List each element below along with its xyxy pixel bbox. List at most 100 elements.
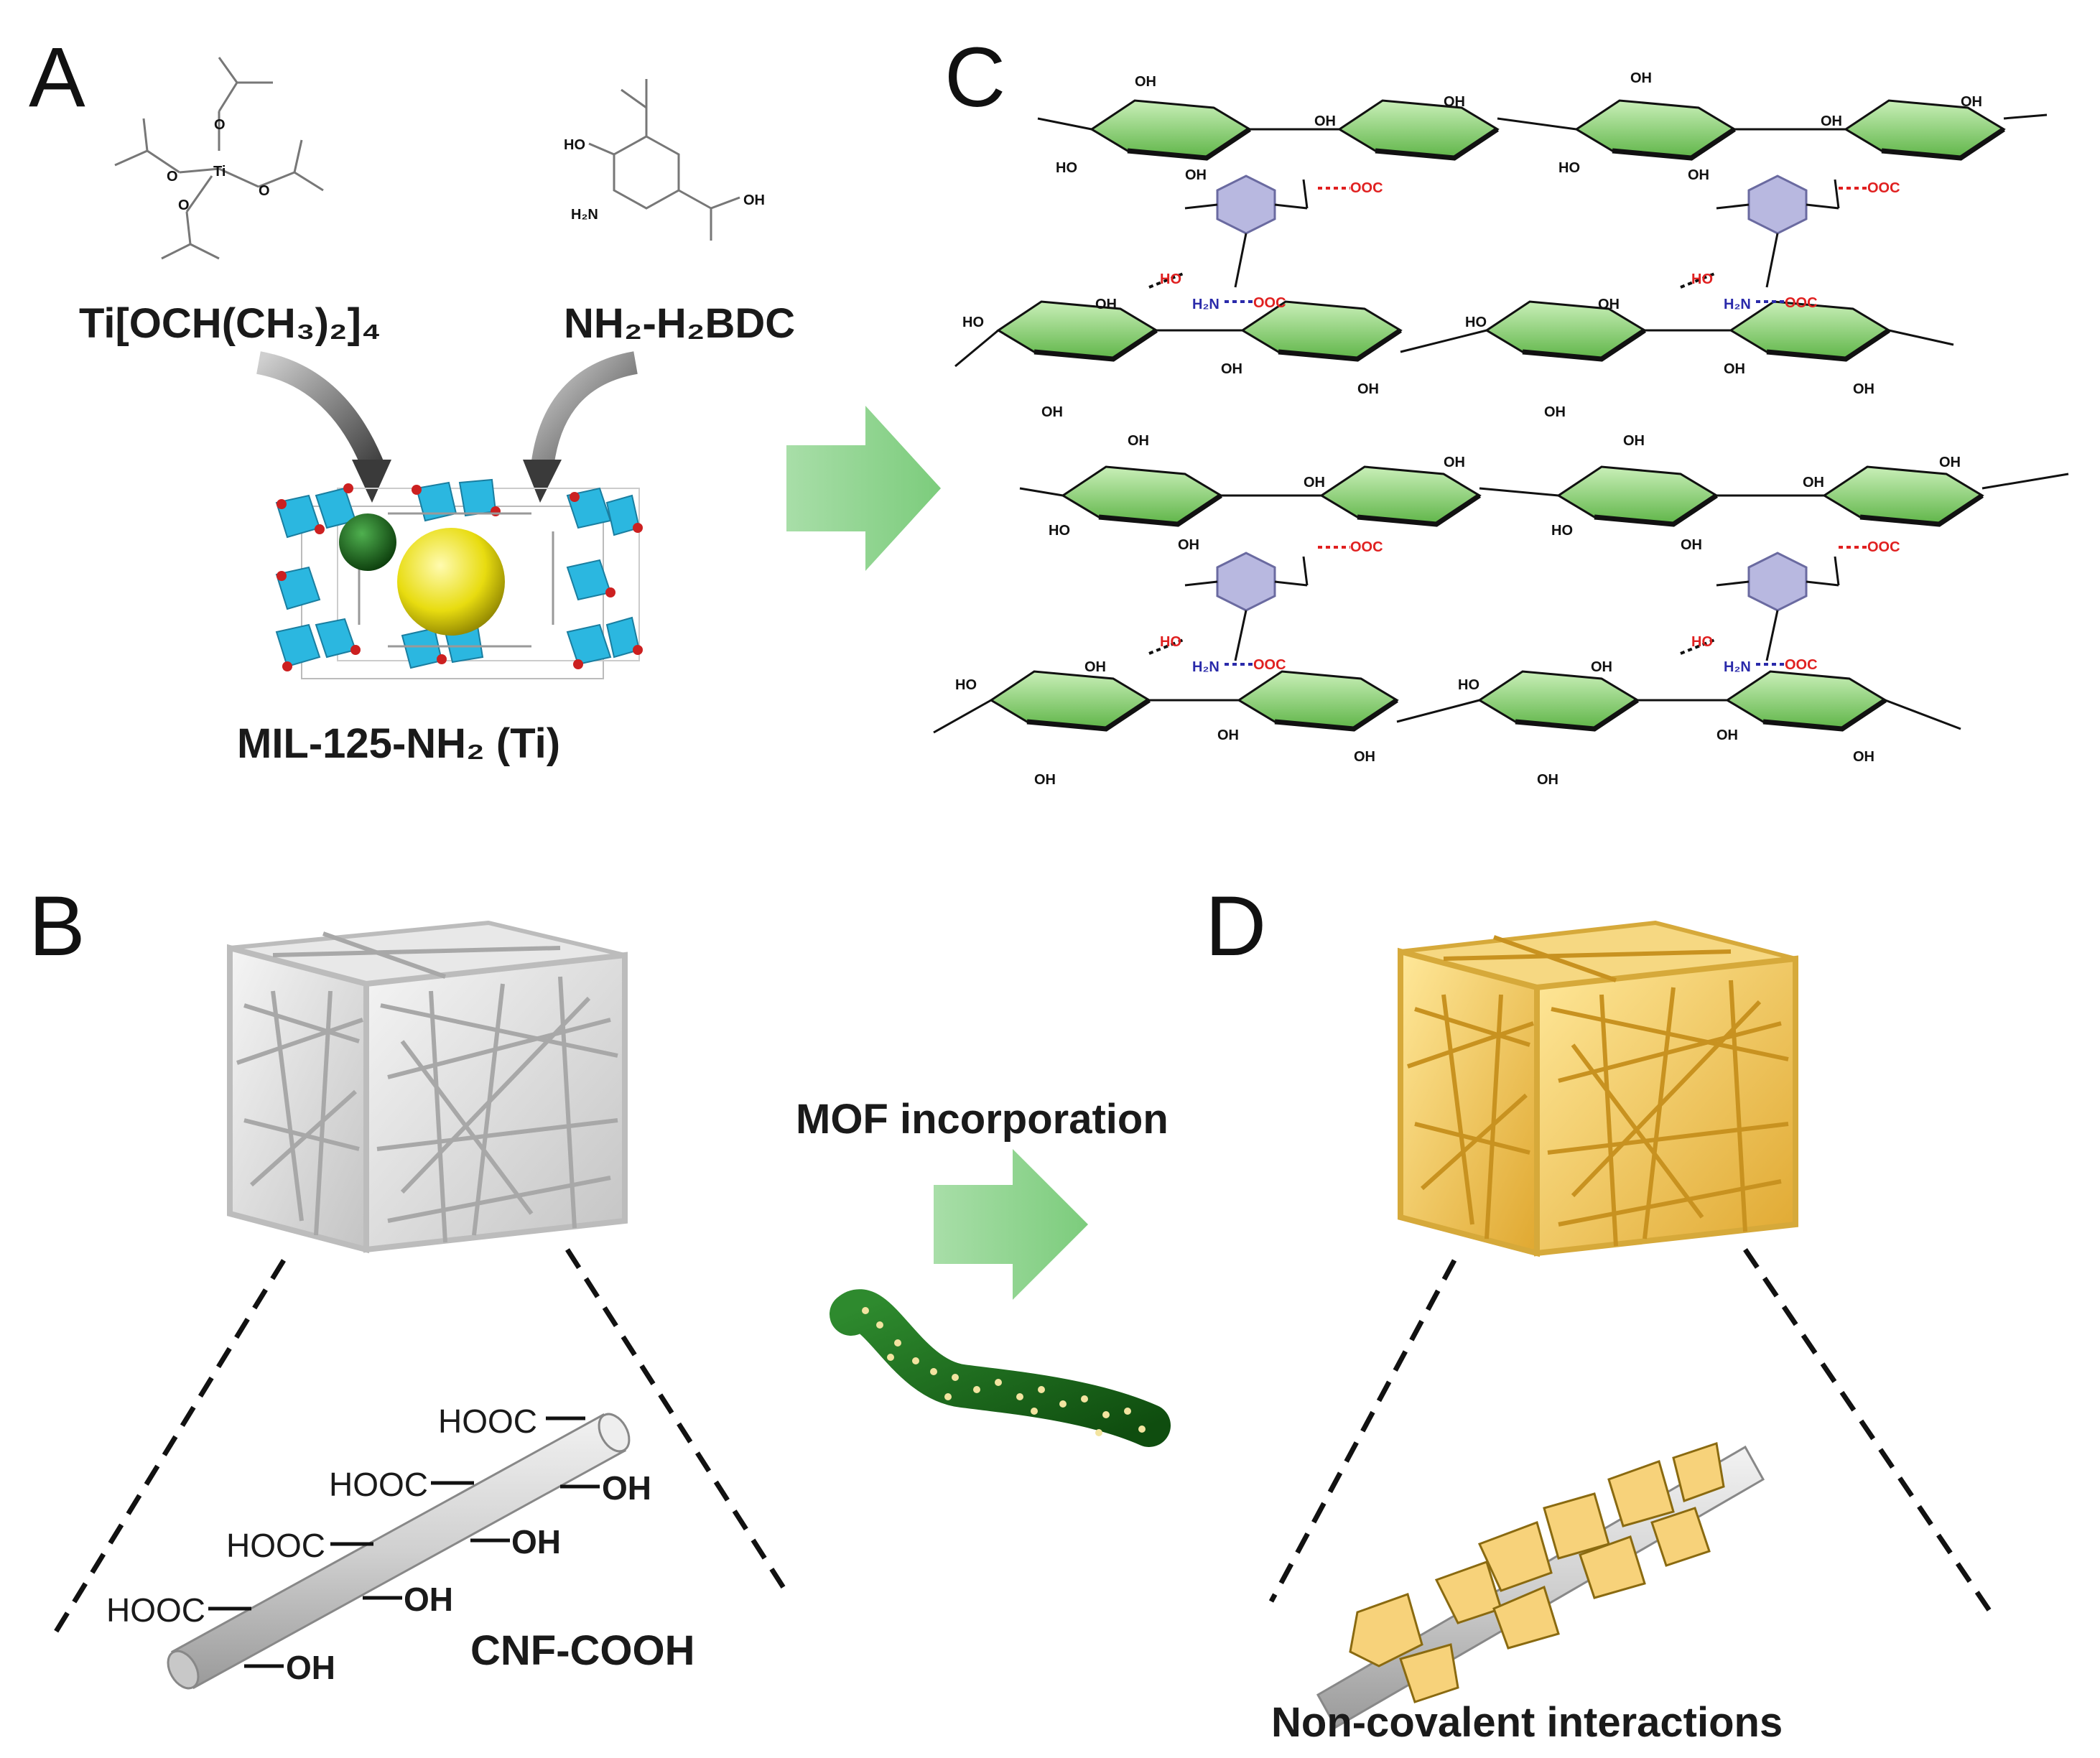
panel-label-b: B <box>29 879 85 974</box>
oh-label: OH <box>1128 433 1149 449</box>
oh-label: OH <box>1221 361 1242 377</box>
oh-label: OH <box>1939 455 1961 470</box>
oh-group-label: OH <box>404 1581 453 1618</box>
oh-label: OH <box>1444 94 1465 110</box>
curved-arrow-right-head <box>523 460 562 503</box>
oh-label: OH <box>1314 113 1336 129</box>
curved-arrow-right <box>531 351 638 469</box>
mof-coated-fiber <box>1316 1442 1765 1729</box>
o-atom-label: O <box>178 197 190 213</box>
oh-label: OH <box>1537 772 1558 788</box>
curved-arrow-left <box>256 351 384 472</box>
amino-terephthalic-acid-structure <box>588 79 740 241</box>
h2n-label: H₂N <box>1192 297 1219 312</box>
hooc-group-label: HOOC <box>106 1591 205 1629</box>
mof-decorated-fiber <box>830 1289 1171 1447</box>
oh-label: OH <box>1041 404 1063 420</box>
ti-atom-label: Ti <box>213 164 226 180</box>
linker-ho-label: HO <box>564 137 585 153</box>
oh-label: OH <box>1084 659 1106 675</box>
ooc-label: OOC <box>1867 180 1900 196</box>
linker-label: NH₂-H₂BDC <box>564 300 795 347</box>
oh-label: OH <box>1034 772 1056 788</box>
oh-label: OH <box>1681 537 1702 553</box>
h2n-label: H₂N <box>1192 659 1219 675</box>
ho-label: HO <box>1551 523 1573 539</box>
oh-group-label: OH <box>286 1649 335 1686</box>
ho-label: HO <box>1558 160 1580 176</box>
ho-label: HO <box>1160 271 1181 287</box>
cnf-aerogel-cube <box>227 920 628 1254</box>
cellulose-chain-diagram: OH HO OH OH OH OOC OH HO OH OH OH OOC HO… <box>933 70 2069 788</box>
oh-label: OH <box>1961 94 1982 110</box>
zoom-line-right-d <box>1743 1248 1995 1617</box>
oh-label: OH <box>1095 297 1117 312</box>
ho-label: HO <box>962 315 984 330</box>
ooc-label: OOC <box>1785 295 1818 311</box>
oh-label: OH <box>1444 455 1465 470</box>
o-atom-label: O <box>214 117 226 133</box>
o-atom-label: O <box>167 169 178 185</box>
ooc-label: OOC <box>1350 539 1383 555</box>
oh-label: OH <box>1304 475 1325 490</box>
ooc-label: OOC <box>1253 295 1286 311</box>
ho-label: HO <box>1049 523 1070 539</box>
oh-label: OH <box>1591 659 1612 675</box>
oh-label: OH <box>1185 167 1207 183</box>
ooc-label: OOC <box>1785 657 1818 673</box>
cnf-cooh-label: CNF-COOH <box>470 1627 695 1674</box>
oh-label: OH <box>1716 727 1738 743</box>
oh-label: OH <box>1688 167 1709 183</box>
ho-label: HO <box>1458 677 1479 693</box>
oh-label: OH <box>1598 297 1620 312</box>
oh-label: OH <box>1724 361 1745 377</box>
hooc-group-label: HOOC <box>226 1527 325 1564</box>
mof-label: MIL-125-NH₂ (Ti) <box>237 720 560 767</box>
oh-label: OH <box>1803 475 1824 490</box>
ho-label: HO <box>1056 160 1077 176</box>
oh-label: OH <box>1623 433 1645 449</box>
hooc-group-label: HOOC <box>438 1403 537 1440</box>
ooc-label: OOC <box>1350 180 1383 196</box>
ooc-label: OOC <box>1253 657 1286 673</box>
oh-label: OH <box>1357 381 1379 397</box>
arrow-a-to-c <box>786 406 941 571</box>
panel-label-c: C <box>944 30 1005 125</box>
ooc-label: OOC <box>1867 539 1900 555</box>
hooc-group-label: HOOC <box>329 1466 428 1503</box>
h2n-label: H₂N <box>1724 297 1751 312</box>
non-covalent-label: Non-covalent interactions <box>1271 1699 1783 1746</box>
ho-label: HO <box>1465 315 1487 330</box>
ho-label: HO <box>955 677 977 693</box>
oh-label: OH <box>1135 74 1156 90</box>
linker-h2n-label: H₂N <box>571 207 598 223</box>
mof-cnf-aerogel-cube <box>1398 920 1798 1257</box>
zoom-line-left-d <box>1268 1259 1457 1603</box>
oh-label: OH <box>1853 749 1874 765</box>
panel-label-d: D <box>1205 879 1266 974</box>
o-atom-label: O <box>259 183 270 199</box>
oh-label: OH <box>1821 113 1842 129</box>
cnf-fiber-rod <box>167 1413 631 1690</box>
oh-label: OH <box>1217 727 1239 743</box>
h2n-label: H₂N <box>1724 659 1751 675</box>
oh-label: OH <box>1544 404 1566 420</box>
oh-label: OH <box>1354 749 1375 765</box>
panel-label-a: A <box>29 30 85 125</box>
arrow-mof-incorporation <box>934 1149 1088 1300</box>
ho-label: HO <box>1160 634 1181 650</box>
oh-group-label: OH <box>602 1469 651 1507</box>
ho-label: HO <box>1691 271 1713 287</box>
oh-label: OH <box>1853 381 1874 397</box>
oh-group-label: OH <box>511 1523 561 1561</box>
mof-incorporation-label: MOF incorporation <box>796 1096 1169 1143</box>
curved-arrow-left-head <box>352 460 391 503</box>
zoom-line-left-b <box>48 1259 286 1642</box>
ho-label: HO <box>1691 634 1713 650</box>
linker-oh-label: OH <box>743 192 765 208</box>
oh-label: OH <box>1178 537 1199 553</box>
precursor-label: Ti[OCH(CH₃)₂]₄ <box>79 300 381 347</box>
mof-crystal-structure <box>275 478 643 679</box>
titanium-isopropoxide-structure <box>114 57 324 260</box>
